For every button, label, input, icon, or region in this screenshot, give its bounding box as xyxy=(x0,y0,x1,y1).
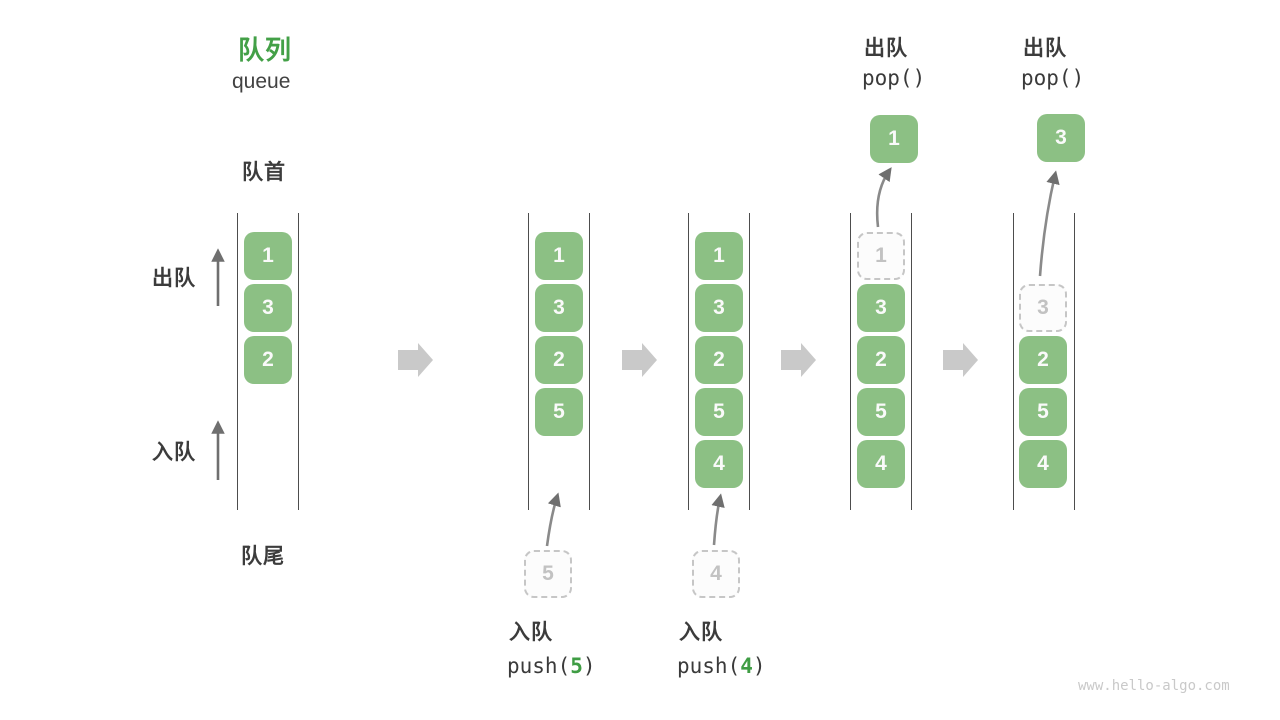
queue-item-box: 2 xyxy=(857,336,905,384)
diagram-title-zh: 队列 xyxy=(238,35,293,65)
code-fn: push( xyxy=(677,654,741,678)
label-enqueue-left: 入队 xyxy=(152,441,196,464)
popped-item-box: 1 xyxy=(870,115,918,163)
queue-item-box: 5 xyxy=(535,388,583,436)
removed-item-box: 3 xyxy=(1019,284,1067,332)
incoming-item-box: 5 xyxy=(524,550,572,598)
queue-item-box: 2 xyxy=(1019,336,1067,384)
operation-code-push5: push(5) xyxy=(507,654,596,678)
label-queue-front: 队首 xyxy=(242,161,286,184)
queue-item-box: 1 xyxy=(695,232,743,280)
operation-code-pop: pop() xyxy=(1021,66,1085,90)
popped-item-box: 3 xyxy=(1037,114,1085,162)
queue-item-box: 5 xyxy=(857,388,905,436)
queue-channel xyxy=(850,213,912,510)
code-fn: push( xyxy=(507,654,571,678)
queue-item-box: 5 xyxy=(1019,388,1067,436)
operation-label-enqueue: 入队 xyxy=(509,621,553,644)
code-arg: 4 xyxy=(740,654,753,678)
removed-item-box: 1 xyxy=(857,232,905,280)
queue-channel xyxy=(528,213,590,510)
queue-item-box: 4 xyxy=(695,440,743,488)
queue-item-box: 3 xyxy=(535,284,583,332)
label-dequeue-left: 出队 xyxy=(152,267,196,290)
queue-item-box: 2 xyxy=(695,336,743,384)
queue-item-box: 3 xyxy=(695,284,743,332)
label-queue-rear: 队尾 xyxy=(241,545,285,568)
operation-label-enqueue: 入队 xyxy=(679,621,723,644)
queue-item-box: 2 xyxy=(244,336,292,384)
queue-channel xyxy=(1013,213,1075,510)
queue-item-box: 3 xyxy=(857,284,905,332)
transition-arrow xyxy=(781,343,816,377)
operation-label-dequeue: 出队 xyxy=(864,37,908,60)
queue-channel xyxy=(688,213,750,510)
queue-item-box: 4 xyxy=(857,440,905,488)
diagram-title-en: queue xyxy=(232,70,291,93)
queue-item-box: 2 xyxy=(535,336,583,384)
queue-item-box: 1 xyxy=(535,232,583,280)
operation-label-dequeue: 出队 xyxy=(1023,37,1067,60)
transition-arrow xyxy=(943,343,978,377)
queue-item-box: 4 xyxy=(1019,440,1067,488)
incoming-item-box: 4 xyxy=(692,550,740,598)
transition-arrow xyxy=(398,343,433,377)
operation-code-pop: pop() xyxy=(862,66,926,90)
queue-item-box: 3 xyxy=(244,284,292,332)
watermark: www.hello-algo.com xyxy=(1078,678,1230,694)
queue-channel xyxy=(237,213,299,510)
queue-item-box: 5 xyxy=(695,388,743,436)
queue-item-box: 1 xyxy=(244,232,292,280)
transition-arrow xyxy=(622,343,657,377)
code-arg: 5 xyxy=(570,654,583,678)
code-close: ) xyxy=(582,654,596,678)
operation-code-push4: push(4) xyxy=(677,654,766,678)
code-close: ) xyxy=(752,654,766,678)
